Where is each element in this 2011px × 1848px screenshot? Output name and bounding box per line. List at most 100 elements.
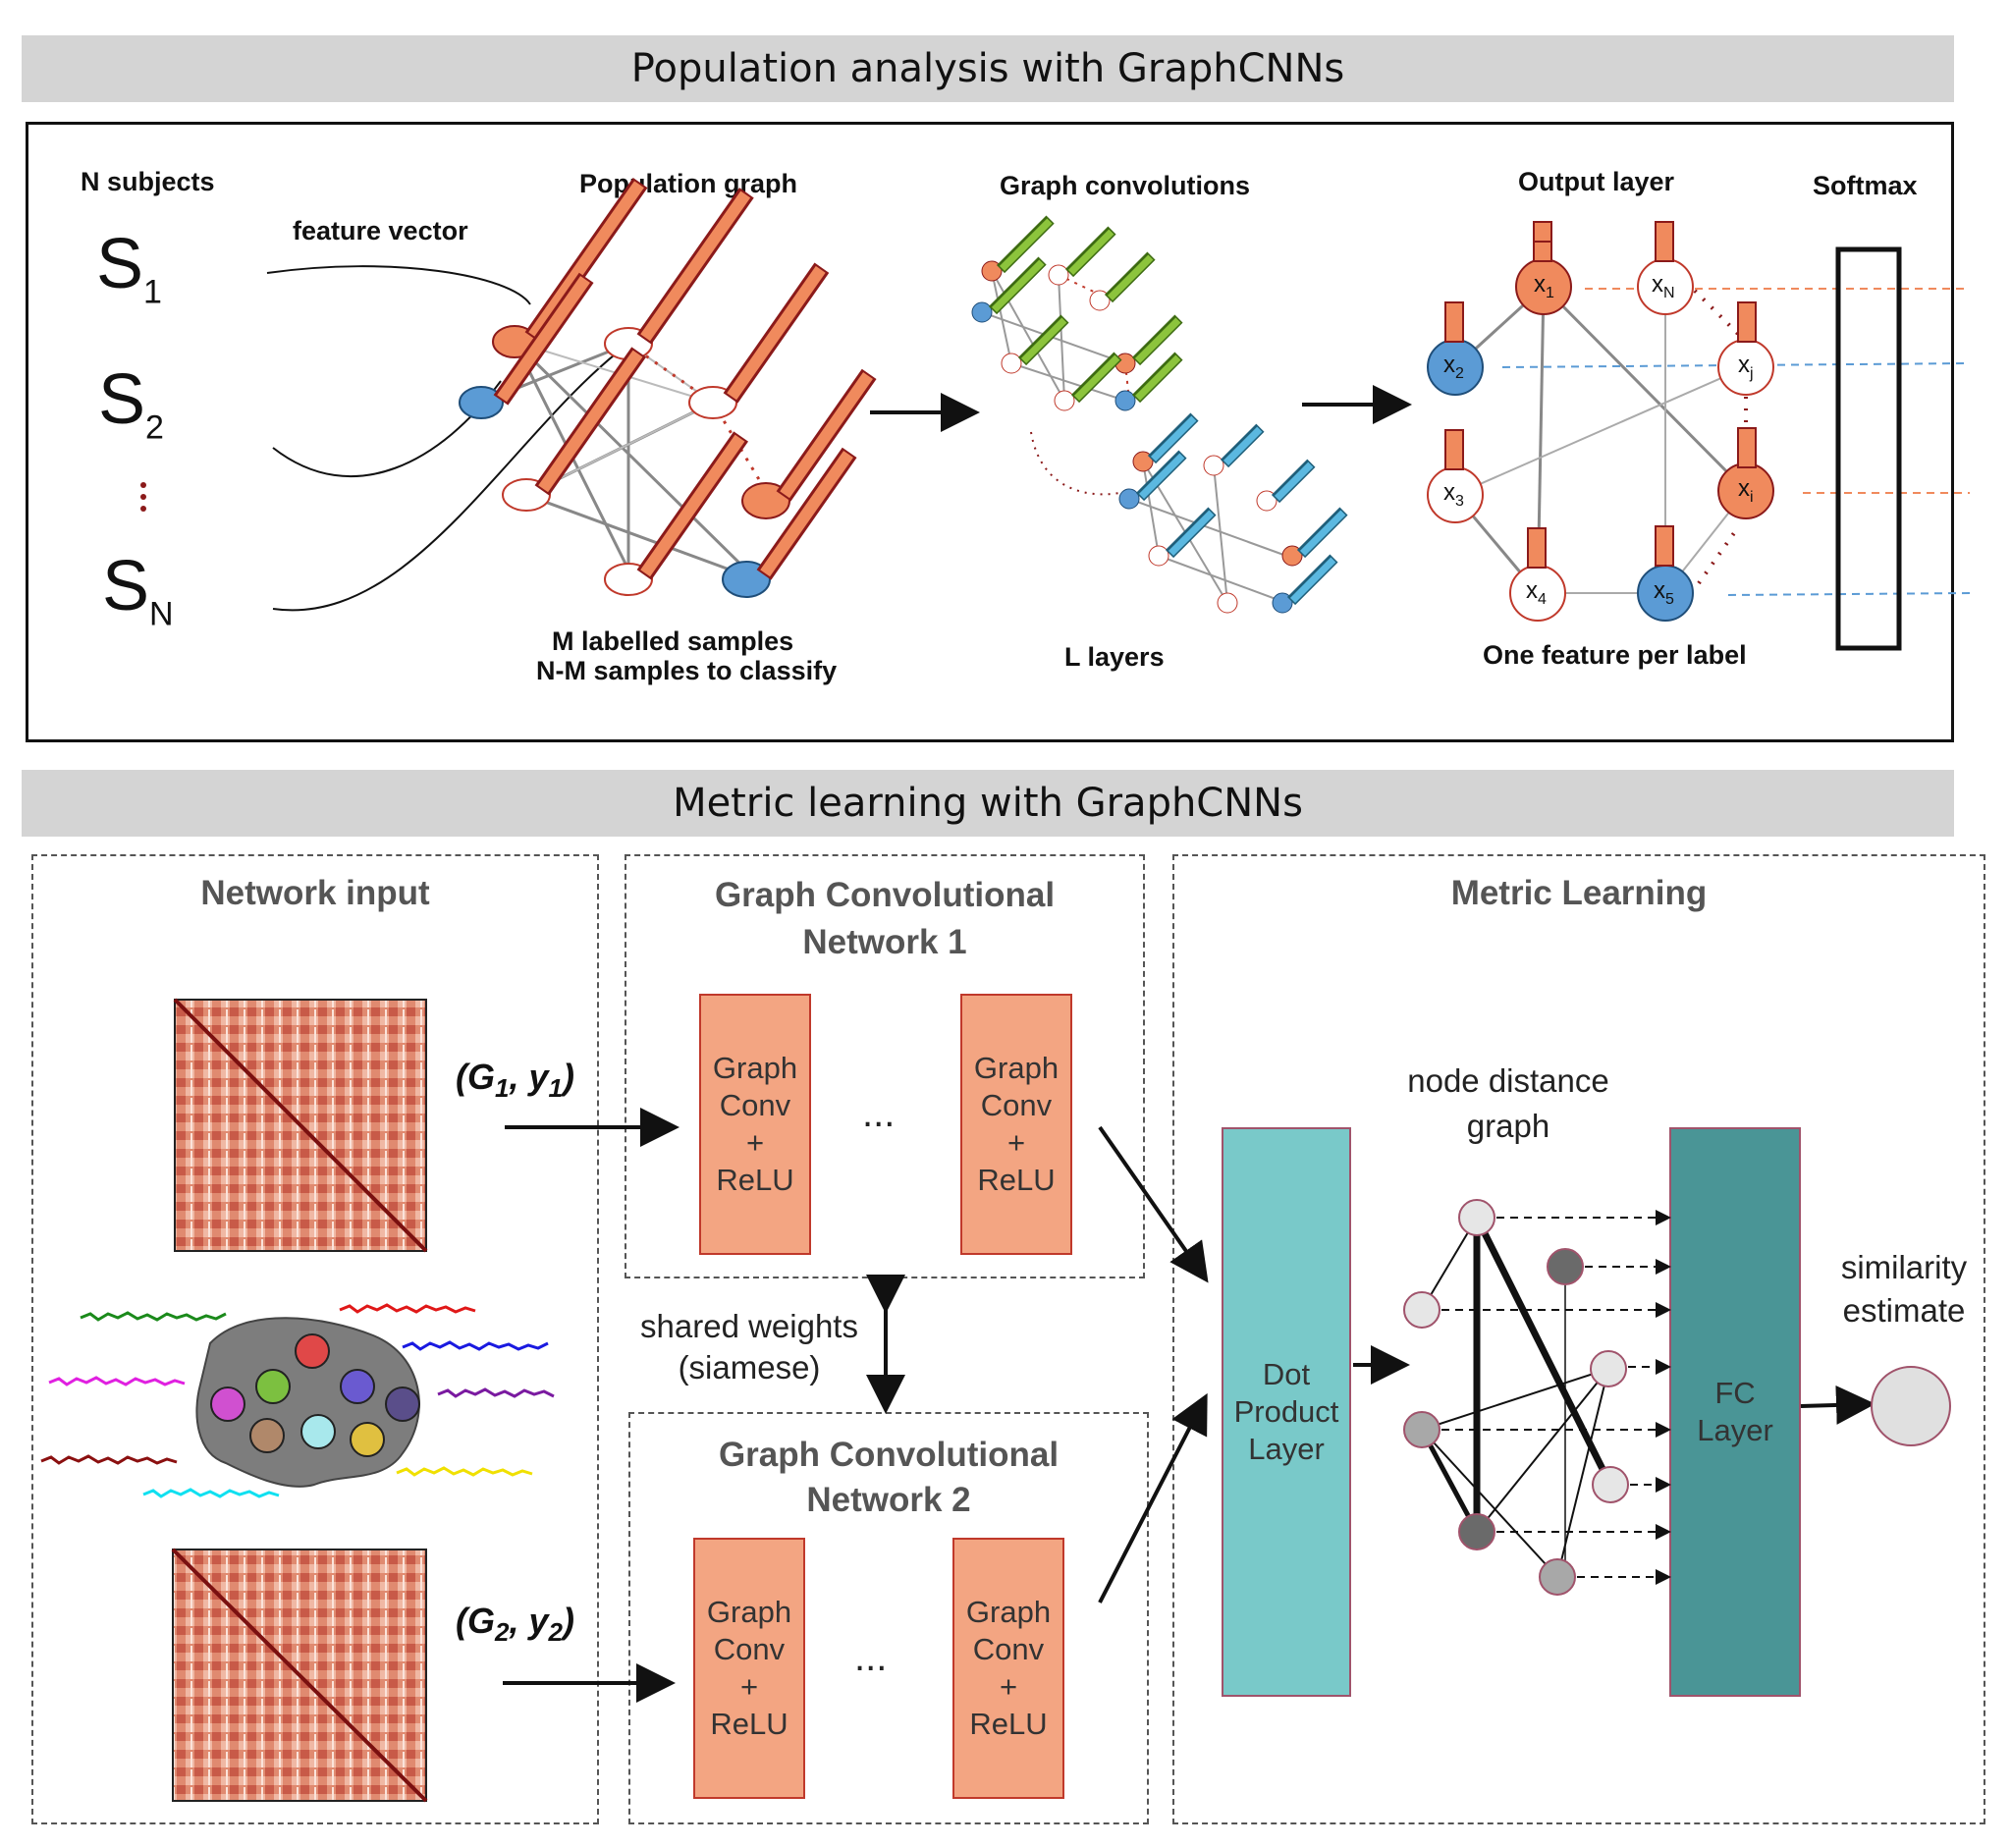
- distance-node: [1458, 1513, 1495, 1550]
- out-label-x3: x3: [1443, 479, 1464, 510]
- conv2-bar: [1165, 507, 1217, 559]
- network-input-panel: [31, 854, 599, 1824]
- out-label-x5: x5: [1654, 577, 1674, 608]
- conv2-bar: [1220, 423, 1265, 468]
- brain-roi: [340, 1369, 375, 1404]
- brain-illustration: [40, 1303, 555, 1498]
- metric-learning-panel: [1172, 854, 1985, 1824]
- similarity-node: [1871, 1366, 1951, 1446]
- out-bar: [1527, 527, 1547, 569]
- bottom-banner: Metric learning with GraphCNNs: [22, 770, 1954, 837]
- shared-weights-line1: shared weights: [640, 1308, 858, 1344]
- conv1-node: [971, 301, 993, 323]
- feature-bar: [524, 177, 648, 343]
- conv2-node: [1118, 488, 1140, 510]
- node-distance-line1: node distance: [1407, 1062, 1609, 1099]
- brain-roi: [210, 1386, 245, 1422]
- out-label-x4: x4: [1526, 577, 1547, 608]
- conv2-bar: [1135, 450, 1187, 502]
- conv1-bar: [1064, 226, 1116, 278]
- brain-roi: [385, 1386, 420, 1422]
- one-feature-label: One feature per label: [1483, 640, 1747, 670]
- conv2-node: [1203, 455, 1224, 476]
- subject-letter: S: [96, 225, 144, 303]
- feature-bar: [756, 447, 857, 580]
- out-label-x2: x2: [1443, 352, 1464, 382]
- out-label-xj: xj: [1738, 352, 1754, 382]
- out-bar: [1655, 221, 1674, 262]
- feature-curve: [272, 343, 629, 612]
- conv2-node: [1256, 490, 1277, 512]
- population-panel: [26, 122, 1954, 742]
- shared-weights-line2: (siamese): [678, 1349, 821, 1386]
- subject-n: SN: [102, 546, 174, 633]
- conv2-node: [1148, 545, 1169, 567]
- conv2-node: [1217, 592, 1238, 614]
- node-distance-line2: graph: [1466, 1108, 1550, 1144]
- distance-node: [1403, 1291, 1440, 1329]
- similarity-line2: estimate: [1842, 1292, 1966, 1329]
- subject-sub: N: [149, 595, 174, 633]
- conv1-node: [981, 260, 1003, 282]
- out-label-xN: xN: [1652, 271, 1675, 301]
- conv1-node: [1089, 290, 1111, 311]
- similarity-line1: similarity: [1840, 1249, 1968, 1285]
- metric-learning-title: Metric Learning: [1450, 874, 1708, 912]
- graph-convolutions-label: Graph convolutions: [1000, 171, 1251, 200]
- conv2-node: [1272, 592, 1293, 614]
- conv2-bar: [1296, 507, 1348, 559]
- brain-roi: [255, 1369, 291, 1404]
- brain-roi: [249, 1418, 285, 1453]
- population-diagram: [140, 177, 1971, 651]
- feature-bar: [493, 272, 594, 406]
- arrow-gcn1-dot: [1098, 1125, 1209, 1283]
- subject-sub: 1: [143, 273, 162, 311]
- conv2-node: [1281, 545, 1303, 567]
- gcn1-title-line1: Graph Convolutional: [714, 876, 1056, 914]
- top-banner: Population analysis with GraphCNNs: [22, 35, 1954, 102]
- subject-sub: 2: [145, 408, 164, 447]
- gcn1-ellipsis: ...: [862, 1092, 896, 1135]
- distance-node: [1539, 1558, 1576, 1596]
- gcn1-title-line2: Network 1: [802, 923, 967, 961]
- conv2-node: [1132, 451, 1154, 472]
- gcn2-title-line2: Network 2: [806, 1481, 971, 1519]
- g1-label: (G1, y1): [456, 1057, 574, 1104]
- labelled-line2: N-M samples to classify: [536, 656, 838, 685]
- subject-letter: S: [98, 360, 146, 439]
- out-label-x1: x1: [1534, 271, 1554, 301]
- softmax-label: Softmax: [1813, 171, 1918, 200]
- conv1-node: [1001, 353, 1022, 374]
- distance-node: [1592, 1466, 1629, 1503]
- distance-node: [1458, 1199, 1495, 1236]
- population-graph-label: Population graph: [579, 169, 797, 198]
- pop-node-xj: [688, 386, 737, 419]
- labelled-line1: M labelled samples: [552, 626, 794, 656]
- conv2-bar: [1271, 459, 1316, 504]
- conv1-node: [1048, 264, 1069, 286]
- feature-bar: [723, 262, 830, 404]
- conv2-bar: [1286, 554, 1338, 606]
- l-layers-label: L layers: [1064, 642, 1165, 672]
- softmax-box: [1835, 246, 1902, 651]
- conv1-bar: [1070, 352, 1122, 404]
- conv1-bar: [1017, 314, 1069, 366]
- feature-bar: [636, 431, 749, 580]
- conv1-bar: [1131, 352, 1183, 404]
- brain-roi: [300, 1414, 336, 1449]
- arrow-gcn2-dot: [1098, 1392, 1208, 1603]
- brain-roi: [350, 1422, 385, 1457]
- conv1-bar: [988, 256, 1047, 315]
- feature-bar: [534, 347, 647, 496]
- feature-curve: [266, 265, 531, 305]
- out-bar: [1444, 301, 1464, 343]
- out-bar: [1655, 525, 1674, 567]
- distance-node: [1590, 1350, 1627, 1387]
- conv2-bar: [1147, 412, 1199, 464]
- n-subjects-label: N subjects: [81, 167, 215, 196]
